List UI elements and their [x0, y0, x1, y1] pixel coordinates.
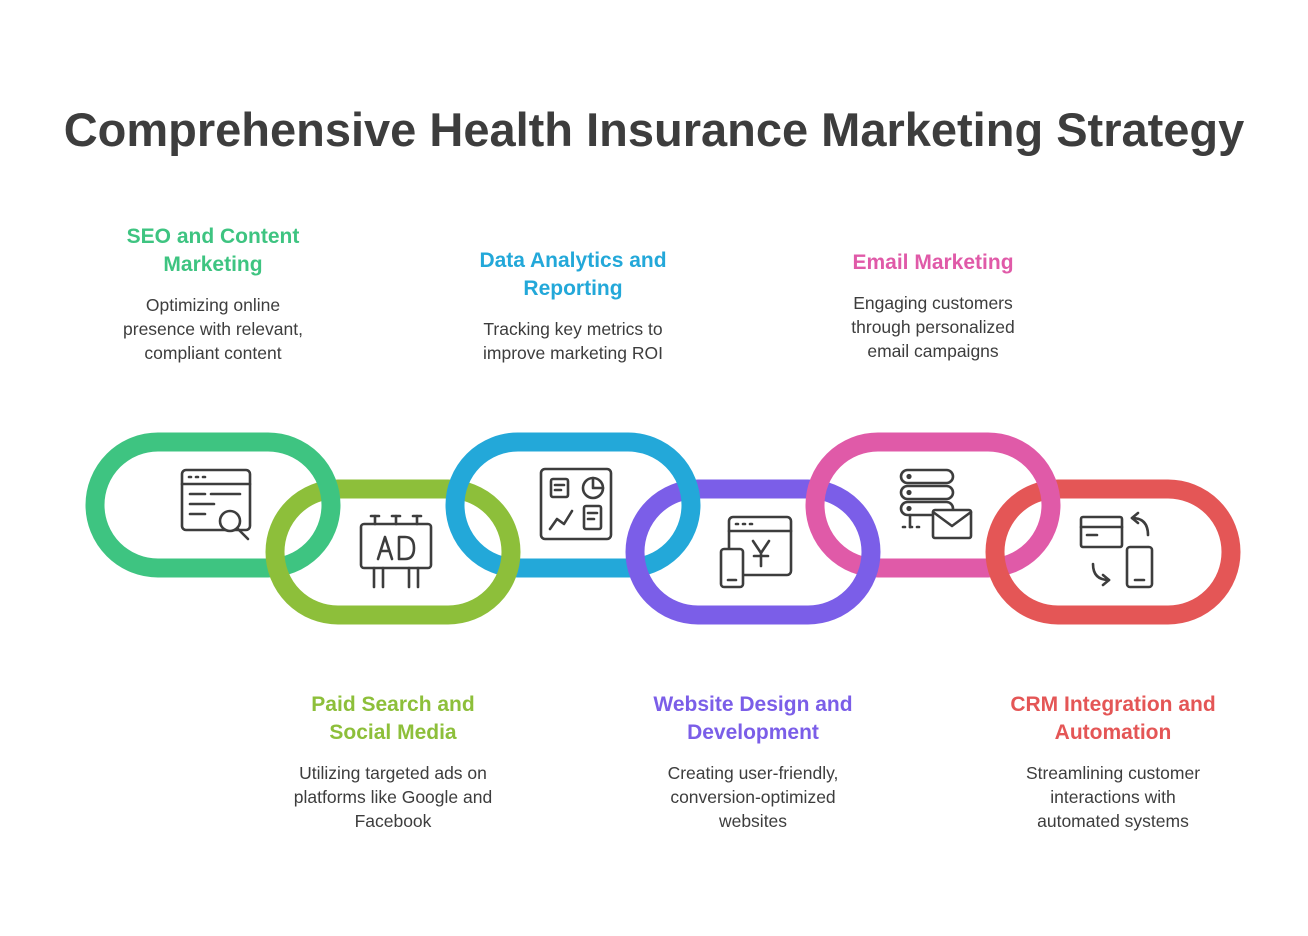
- step-description: Engaging customers through personalized …: [851, 293, 1015, 361]
- step-title: Email Marketing: [852, 251, 1014, 274]
- step-website-design: Website Design and Development Creating …: [618, 691, 888, 833]
- link-4: [625, 479, 881, 625]
- link-1-top: [85, 432, 341, 506]
- step-description: Optimizing online presence with relevant…: [123, 295, 303, 363]
- dashboard-icon: [539, 467, 613, 541]
- step-crm-integration: CRM Integration and Automation Streamlin…: [978, 691, 1248, 833]
- link-5-bottom: [805, 504, 1061, 578]
- web-payment-icon: [719, 515, 793, 589]
- step-description: Creating user-friendly, conversion-optim…: [667, 763, 839, 831]
- link-3-bottom: [445, 504, 701, 578]
- step-email-marketing: Email Marketing Engaging customers throu…: [798, 249, 1068, 363]
- billboard-ad-icon: [359, 514, 433, 589]
- step-paid-search: Paid Search and Social Media Utilizing t…: [258, 691, 528, 833]
- step-title: Data Analytics and Reporting: [479, 249, 667, 300]
- chain-links: [85, 432, 1241, 625]
- step-title: Paid Search and Social Media: [311, 693, 475, 744]
- step-data-analytics: Data Analytics and Reporting Tracking ke…: [438, 247, 708, 365]
- step-title: Website Design and Development: [653, 693, 853, 744]
- page-title: Comprehensive Health Insurance Marketing…: [63, 103, 1245, 156]
- step-description: Utilizing targeted ads on platforms like…: [293, 763, 493, 831]
- link-6: [985, 479, 1241, 625]
- step-title: CRM Integration and Automation: [1010, 693, 1216, 744]
- step-seo: SEO and Content Marketing Optimizing onl…: [78, 223, 348, 365]
- link-2: [265, 479, 521, 625]
- server-mail-icon: [899, 468, 973, 540]
- step-title: SEO and Content Marketing: [126, 225, 300, 276]
- link-3-top: [445, 432, 701, 506]
- browser-search-icon: [180, 468, 252, 541]
- link-5-top: [805, 432, 1061, 506]
- link-1-bottom: [85, 504, 341, 578]
- step-description: Tracking key metrics to improve marketin…: [483, 319, 663, 363]
- card-phone-sync-icon: [1079, 511, 1154, 589]
- chain-icons: [180, 467, 1154, 589]
- step-description: Streamlining customer interactions with …: [1025, 763, 1201, 831]
